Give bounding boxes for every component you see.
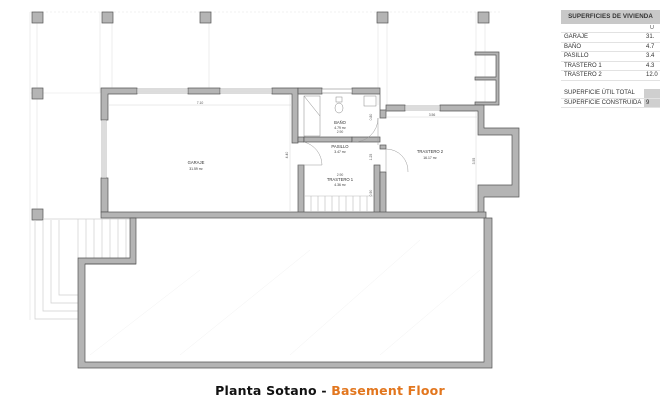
row-label: SUPERFICIE ÚTIL TOTAL bbox=[564, 89, 635, 96]
row-label: TRASTERO 1 bbox=[564, 62, 602, 69]
row-value bbox=[644, 88, 660, 98]
room-garaje-name: GARAJE bbox=[188, 160, 205, 165]
table-row: TRASTERO 1 4.3 bbox=[561, 62, 660, 72]
table-row-total: SUPERFICIE CONSTRUIDA 9 bbox=[561, 98, 660, 109]
structural-grid bbox=[29, 11, 500, 320]
area-table: SUPERFICIES DE VIVIENDA U GARAJE 31. BAÑ… bbox=[561, 10, 660, 109]
columns bbox=[31, 11, 490, 221]
dim-trastero2-width: 3.56 bbox=[429, 113, 436, 117]
dim-garage-width: 7.10 bbox=[197, 101, 204, 105]
row-value: 31. bbox=[646, 34, 655, 40]
caption-spanish: Planta Sotano - bbox=[215, 383, 332, 398]
row-value: 4.7 bbox=[646, 43, 655, 50]
table-row: TRASTERO 2 12.0 bbox=[561, 71, 660, 81]
room-trastero2-name: TRASTERO 2 bbox=[417, 149, 444, 154]
table-row: GARAJE 31. bbox=[561, 33, 660, 43]
doors bbox=[298, 117, 409, 173]
table-row-total: SUPERFICIE ÚTIL TOTAL bbox=[561, 88, 660, 99]
dim-garage-depth: 4.40 bbox=[285, 152, 289, 159]
interior-stairs bbox=[304, 195, 374, 212]
table-row: BAÑO 4.7 bbox=[561, 43, 660, 53]
bath-fixtures bbox=[303, 95, 377, 137]
room-pasillo-name: PASILLO bbox=[331, 144, 349, 149]
room-bano-name: BAÑO bbox=[334, 120, 347, 125]
room-trastero1-name: TRASTERO 1 bbox=[327, 177, 354, 182]
caption-english: Basement Floor bbox=[331, 383, 445, 398]
dimension-lines bbox=[108, 94, 478, 212]
table-spacer bbox=[561, 81, 660, 89]
plan-caption: Planta Sotano - Basement Floor bbox=[0, 383, 660, 398]
room-pasillo-area: 3.47 m² bbox=[334, 150, 346, 154]
row-value: 4.3 bbox=[646, 62, 655, 69]
dim-bath-width: 2.90 bbox=[337, 130, 344, 134]
room-bano-area: 4.79 m² bbox=[334, 126, 346, 130]
row-label: BAÑO bbox=[564, 43, 582, 50]
row-label: GARAJE bbox=[564, 34, 589, 40]
row-value: 9 bbox=[644, 98, 660, 108]
dim-bath-door: 0.80 bbox=[369, 114, 373, 121]
row-label: PASILLO bbox=[564, 53, 589, 60]
room-garaje-area: 31.59 m² bbox=[189, 167, 203, 171]
walls bbox=[77, 87, 520, 369]
exterior-stairs bbox=[34, 218, 130, 320]
row-value: 3.4 bbox=[646, 53, 655, 60]
row-label: SUPERFICIE CONSTRUIDA bbox=[564, 99, 642, 106]
area-table-title: SUPERFICIES DE VIVIENDA bbox=[561, 10, 660, 24]
table-row: PASILLO 3.4 bbox=[561, 52, 660, 62]
row-value: 12.0 bbox=[646, 72, 658, 79]
dim-trastero1-width: 2.90 bbox=[337, 173, 344, 177]
dim-trastero1-height: 0.90 bbox=[369, 190, 373, 197]
dim-trastero2-depth: 3.55 bbox=[472, 158, 476, 165]
area-table-unit-header: U bbox=[561, 24, 660, 33]
exterior-wall-bracket bbox=[474, 51, 500, 106]
windows bbox=[101, 88, 441, 179]
room-trastero1-area: 4.36 m² bbox=[334, 183, 346, 187]
row-label: TRASTERO 2 bbox=[564, 72, 602, 79]
basement-hatch bbox=[89, 239, 481, 356]
room-trastero2-area: 16.17 m² bbox=[423, 156, 437, 160]
dim-pasillo-height: 1.25 bbox=[369, 154, 373, 161]
